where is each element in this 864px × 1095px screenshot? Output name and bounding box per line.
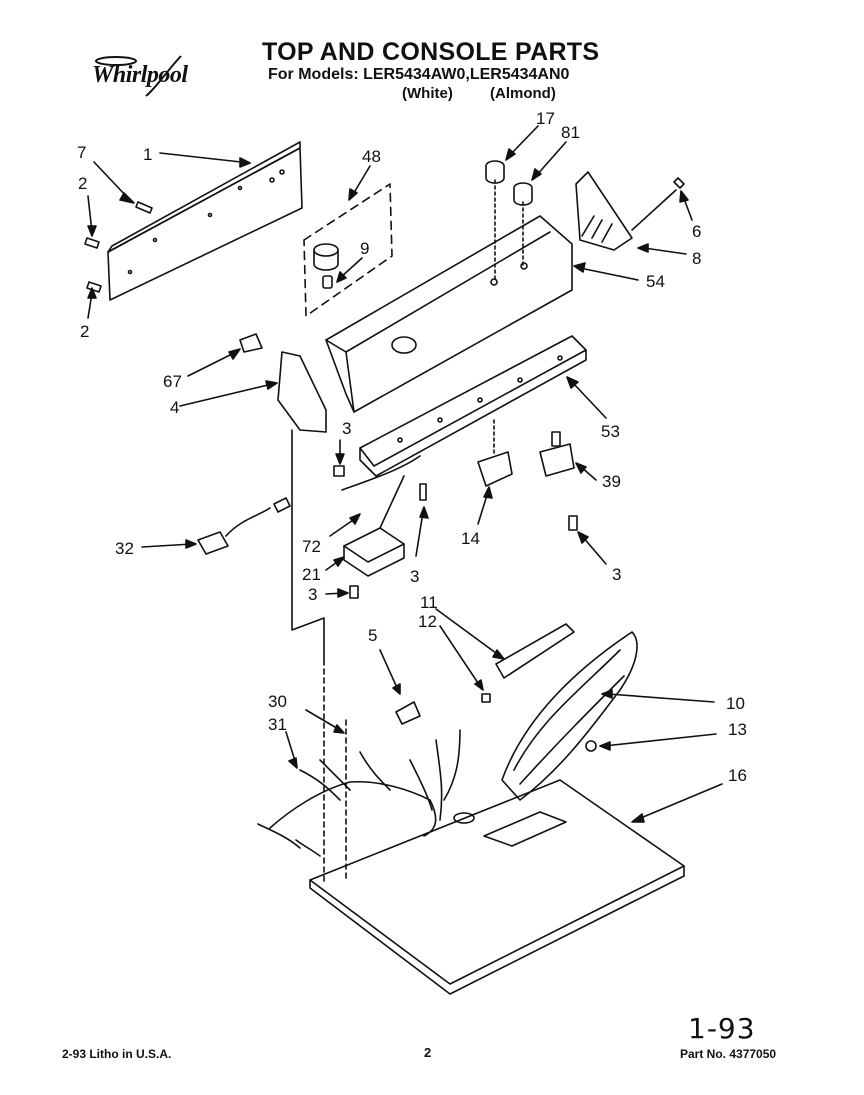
models-line: For Models: LER5434AW0,LER5434AN0 bbox=[268, 66, 570, 83]
callout-8: 8 bbox=[692, 249, 702, 268]
logo-swoosh-icon bbox=[95, 55, 182, 97]
callout-2: 2 bbox=[78, 174, 88, 193]
callout-32: 32 bbox=[115, 539, 134, 558]
cabinet-top bbox=[309, 779, 685, 995]
callout-3: 3 bbox=[410, 567, 420, 586]
callout-1: 1 bbox=[143, 145, 153, 164]
part-number: Part No. 4377050 bbox=[680, 1047, 777, 1061]
callout-81: 81 bbox=[561, 123, 580, 142]
callout-54: 54 bbox=[646, 272, 665, 291]
callout-13: 13 bbox=[728, 720, 747, 739]
callout-11: 11 bbox=[420, 593, 438, 612]
console-main-body bbox=[325, 215, 573, 413]
callout-12: 12 bbox=[418, 612, 437, 631]
callout-72: 72 bbox=[302, 537, 321, 556]
whirlpool-logo: Whirlpool bbox=[86, 52, 218, 98]
handwritten-date: 1-93 bbox=[688, 1012, 756, 1045]
callout-48: 48 bbox=[362, 147, 381, 166]
callout-39: 39 bbox=[602, 472, 621, 491]
callout-30: 30 bbox=[268, 692, 287, 711]
page-title: TOP AND CONSOLE PARTS bbox=[262, 38, 600, 66]
callout-3: 3 bbox=[612, 565, 622, 584]
callout-2: 2 bbox=[80, 322, 90, 341]
callout-14: 14 bbox=[461, 529, 480, 548]
callout-53: 53 bbox=[601, 422, 620, 441]
console-rail bbox=[359, 335, 587, 477]
callout-9: 9 bbox=[360, 239, 370, 258]
page-number: 2 bbox=[424, 1045, 432, 1060]
callout-10: 10 bbox=[726, 694, 745, 713]
variant-white: (White) bbox=[402, 85, 453, 102]
callout-7: 7 bbox=[77, 143, 87, 162]
callout-17: 17 bbox=[536, 109, 555, 128]
callout-67: 67 bbox=[163, 372, 182, 391]
variant-almond: (Almond) bbox=[490, 85, 556, 102]
callout-21: 21 bbox=[302, 565, 321, 584]
callout-31: 31 bbox=[268, 715, 287, 734]
callout-16: 16 bbox=[728, 766, 747, 785]
heater-element bbox=[501, 631, 638, 801]
callout-5: 5 bbox=[368, 626, 378, 645]
brand-name: Whirlpool bbox=[92, 62, 188, 88]
console-rear-panel bbox=[107, 141, 303, 301]
footer-litho: 2-93 Litho in U.S.A. bbox=[62, 1047, 172, 1061]
callout-4: 4 bbox=[170, 398, 180, 417]
callout-6: 6 bbox=[692, 222, 702, 241]
callout-3: 3 bbox=[308, 585, 318, 604]
callout-3: 3 bbox=[342, 419, 352, 438]
